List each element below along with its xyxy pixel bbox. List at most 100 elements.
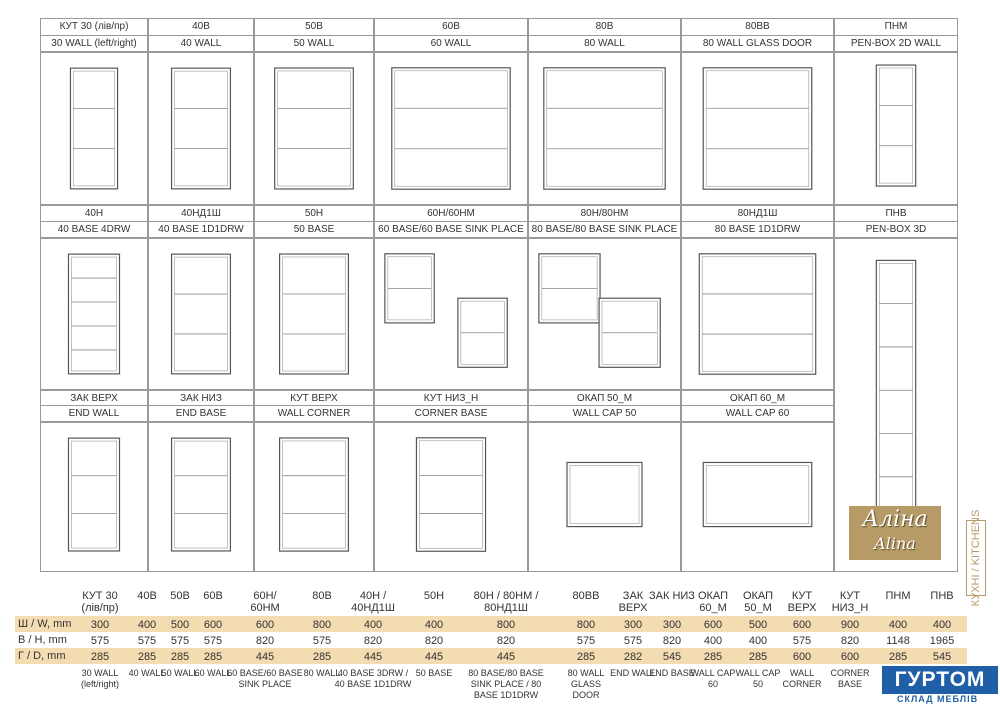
column-name: WALL CAP 60 <box>690 668 736 689</box>
cell-name: 80 WALL GLASS DOOR <box>681 35 834 52</box>
gurtom-logo: ГУРТОМ <box>880 666 1000 696</box>
column-name: END BASE <box>649 668 695 678</box>
column-name: 40 WALL <box>128 668 166 678</box>
dimension-value: 600 <box>703 619 723 631</box>
cabinet-svg <box>391 67 511 190</box>
dimension-value: 445 <box>424 651 444 663</box>
brand-name-ua: Аліна <box>862 507 928 532</box>
cabinet-drawing <box>834 52 958 205</box>
dimension-value: 600 <box>792 619 812 631</box>
brand-name-en: Alina <box>874 534 916 553</box>
column-header: ЗАК НИЗ <box>649 590 695 602</box>
cabinet-svg <box>278 437 350 552</box>
dimension-value: 400 <box>932 619 952 631</box>
row-label: Г / D, mm <box>18 650 66 662</box>
cell-code: 60В <box>374 18 528 36</box>
cell-name: END BASE <box>148 405 254 422</box>
dimension-value: 820 <box>424 635 444 647</box>
cabinet-svg <box>274 67 354 190</box>
dimension-value: 575 <box>576 635 596 647</box>
cabinet-svg <box>698 253 817 375</box>
cell-code: ЗАК НИЗ <box>148 390 254 406</box>
dimension-value: 500 <box>748 619 768 631</box>
dimension-value: 575 <box>623 635 643 647</box>
column-name: CORNER BASE <box>830 668 870 689</box>
cell-code: ОКАП 50_М <box>528 390 681 406</box>
dimension-value: 820 <box>840 635 860 647</box>
cell-name: 80 BASE/80 BASE SINK PLACE <box>528 221 681 238</box>
column-name: 80 WALL <box>303 668 341 678</box>
cell-code: 80Н/80НМ <box>528 205 681 222</box>
dimension-value: 445 <box>496 651 516 663</box>
column-header: КУТ НИЗ_Н <box>831 590 869 614</box>
cabinet-drawing <box>528 422 681 572</box>
cell-code: ПНМ <box>834 18 958 36</box>
column-name: WALL CORNER <box>782 668 822 689</box>
column-header: 40Н / 40НД1Ш <box>351 590 395 614</box>
column-header: ОКАП 50_М <box>742 590 774 614</box>
cell-code: 50В <box>254 18 374 36</box>
dimension-value: 285 <box>203 651 223 663</box>
dimension-value: 400 <box>703 635 723 647</box>
cabinet-drawing <box>834 238 958 572</box>
cabinet-drawing <box>40 422 148 572</box>
column-name: 50 WALL <box>161 668 199 678</box>
column-header: 80Н / 80НМ / 80НД1Ш <box>473 590 539 614</box>
dimension-value: 300 <box>662 619 682 631</box>
category-label: КУХНІ / KITCHENS <box>966 510 986 606</box>
dimension-value: 600 <box>203 619 223 631</box>
column-header: ОКАП 60_М <box>697 590 729 614</box>
cabinet-svg <box>67 253 121 375</box>
column-header: ПНВ <box>930 590 954 602</box>
column-name: 30 WALL (left/right) <box>80 668 119 689</box>
table-band <box>15 616 967 632</box>
cabinet-svg <box>538 253 661 368</box>
column-name: 60 BASE/60 BASE SINK PLACE <box>227 668 303 689</box>
cabinet-svg <box>278 253 350 375</box>
cabinet-drawing <box>528 52 681 205</box>
column-name: 40 BASE 3DRW / 40 BASE 1D1DRW <box>334 668 412 689</box>
cell-code: КУТ НИЗ_Н <box>374 390 528 406</box>
cabinet-drawing <box>254 238 374 390</box>
cabinet-svg <box>170 437 232 552</box>
dimension-value: 820 <box>496 635 516 647</box>
cell-code: 40Н <box>40 205 148 222</box>
cell-code: ЗАК ВЕРХ <box>40 390 148 406</box>
dimension-value: 282 <box>623 651 643 663</box>
column-name: 80 WALL GLASS DOOR <box>567 668 605 700</box>
dimension-value: 445 <box>363 651 383 663</box>
cabinet-svg <box>415 437 487 552</box>
dimension-value: 285 <box>137 651 157 663</box>
cell-code: 80В <box>528 18 681 36</box>
column-header: ПНМ <box>885 590 911 602</box>
dimension-value: 300 <box>623 619 643 631</box>
dimension-value: 285 <box>90 651 110 663</box>
dimension-value: 575 <box>312 635 332 647</box>
cell-code: 80ВВ <box>681 18 834 36</box>
dimension-value: 400 <box>424 619 444 631</box>
row-label: В / H, mm <box>18 634 67 646</box>
dimension-value: 575 <box>792 635 812 647</box>
dimension-value: 575 <box>137 635 157 647</box>
dimension-value: 400 <box>888 619 908 631</box>
cell-name: 40 WALL <box>148 35 254 52</box>
cell-name: 40 BASE 1D1DRW <box>148 221 254 238</box>
cabinet-drawing <box>148 422 254 572</box>
dimension-value: 600 <box>792 651 812 663</box>
cell-name: 80 BASE 1D1DRW <box>681 221 834 238</box>
column-header: 80ВВ <box>572 590 600 602</box>
cabinet-drawing <box>254 52 374 205</box>
dimension-value: 820 <box>255 635 275 647</box>
cabinet-svg <box>702 461 813 528</box>
column-header: 60В <box>203 590 223 602</box>
cabinet-drawing <box>374 52 528 205</box>
cell-code: 40НД1Ш <box>148 205 254 222</box>
column-header: КУТ 30 (лів/пр) <box>81 590 119 614</box>
cabinet-svg <box>170 253 232 375</box>
store-name: ГУРТОМ <box>882 666 998 694</box>
dimension-value: 545 <box>662 651 682 663</box>
cell-code: КУТ ВЕРХ <box>254 390 374 406</box>
cabinet-svg <box>875 259 917 521</box>
dimension-value: 545 <box>932 651 952 663</box>
cabinet-drawing <box>528 238 681 390</box>
